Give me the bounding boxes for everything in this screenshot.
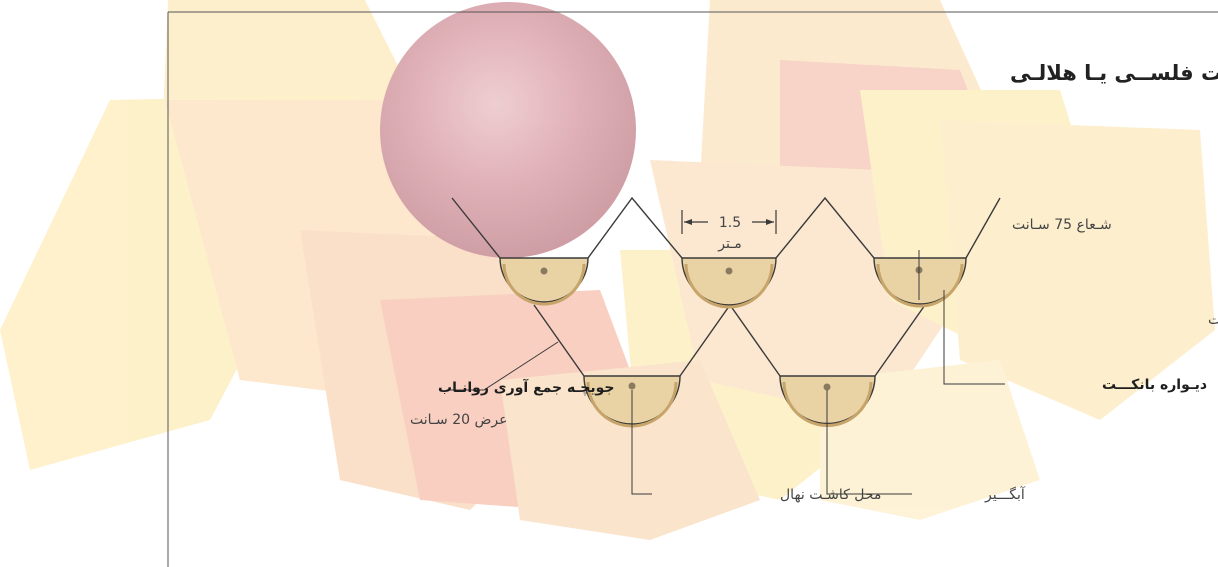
bench-wall-leader	[943, 290, 1005, 385]
planting-spot-leader	[631, 390, 652, 495]
planting-spot-label: محل کاشـت نهال	[780, 487, 881, 503]
channel-width-label: عرض 20 سـانت	[410, 412, 508, 428]
planting-dot	[628, 382, 636, 390]
planting-dot	[725, 267, 733, 275]
watermark-background	[0, 0, 1215, 540]
channel-leader	[448, 341, 559, 391]
radius-label: شـعاع 75 سـانت	[1012, 217, 1112, 233]
dimension-label-top: 1.5	[719, 215, 741, 231]
bench-wall-label: دیـواره بانکـــت	[1102, 377, 1207, 393]
dimension-marker	[681, 210, 777, 234]
planting-dot	[823, 383, 831, 391]
basin-leader	[826, 390, 912, 495]
basin-top-1	[499, 257, 589, 306]
basin-label: آبگـــیر	[984, 486, 1026, 503]
sphere-shape	[380, 2, 636, 258]
planting-dot	[540, 267, 548, 275]
channel-label: جویچـه جمع آوری روانـاب	[438, 378, 614, 396]
basin-top-2	[681, 257, 777, 309]
berm-width-label: عرض پشــته 20 تـا 40 سـانت	[1208, 312, 1218, 328]
diagram-title: مشخصــات احداث بانکـــت فلســی یـا هلالـ…	[1010, 61, 1218, 85]
basin-top-3	[873, 257, 967, 308]
dimension-label-bottom: مـتر	[717, 236, 742, 252]
